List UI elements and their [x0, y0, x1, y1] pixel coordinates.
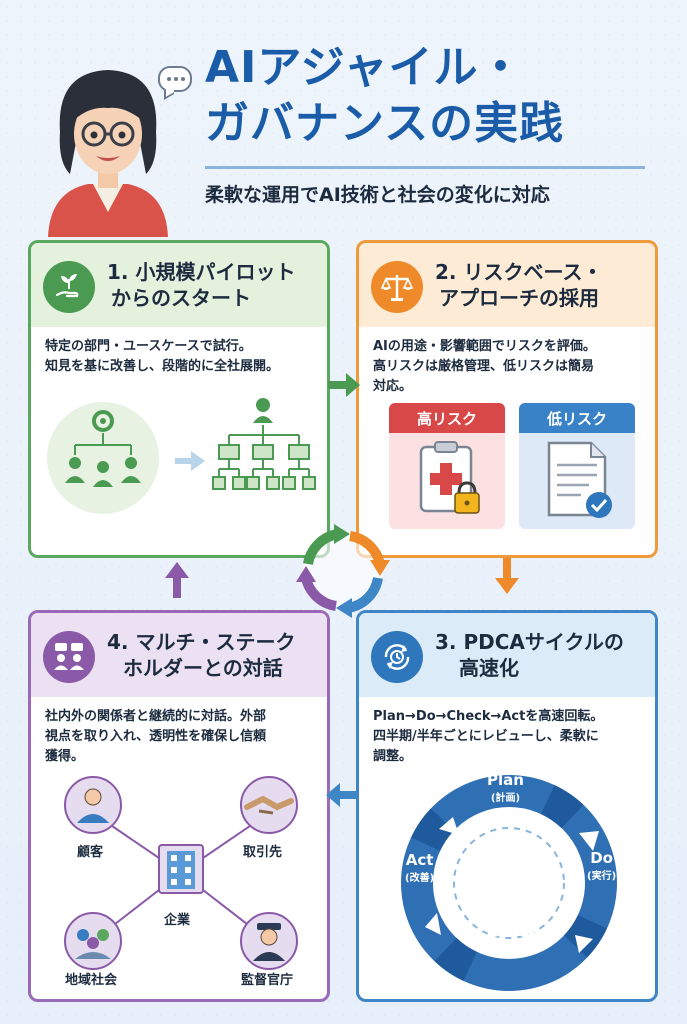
do-jp-text: (実行) [587, 871, 617, 882]
card-header: 1. 小規模パイロット からのスタート [31, 243, 327, 327]
plan-label: Plan (計画) [487, 771, 524, 804]
speech-bubble-icon [158, 66, 192, 92]
title-line-1: AIアジャイル・ [205, 42, 524, 93]
card-pdca-cycle: 3. PDCAサイクルの 高速化 Plan→Do→Check→Actを高速回転。… [356, 610, 658, 1002]
description-line: 社内外の関係者と継続的に対話。外部 [45, 709, 267, 724]
card-small-pilot: 1. 小規模パイロット からのスタート 特定の部門・ユースケースで試行。 知見を… [28, 240, 330, 558]
card-header: 2. リスクベース・ アプローチの採用 [359, 243, 655, 327]
description-line: Plan→Do→Check→Actを高速回転。 [373, 709, 604, 724]
org-chart-icon [212, 398, 316, 490]
stakeholder-network-diagram [64, 776, 298, 970]
card-description: Plan→Do→Check→Actを高速回転。 四半期/半年ごとにレビューし、柔… [359, 697, 655, 777]
card-title-line-1: 3. PDCAサイクルの [435, 630, 624, 654]
page-title: AIアジャイル・ ガバナンスの実践 [205, 40, 675, 152]
act-label: Act (改善) [405, 851, 434, 884]
arrow-green-right-icon [328, 373, 360, 397]
customer-icon [64, 776, 122, 834]
scales-icon [371, 261, 423, 313]
company-building-icon [158, 844, 204, 894]
plant-in-hand-icon [43, 261, 95, 313]
stakeholder-company-label: 企業 [164, 913, 191, 928]
low-risk-box: 低リスク [519, 403, 635, 529]
do-label: Do (実行) [587, 849, 616, 882]
title-line-2: ガバナンスの実践 [205, 98, 565, 149]
page-subtitle: 柔軟な運用でAI技術と社会の変化に対応 [205, 184, 550, 206]
arrow-blue-left-icon [326, 783, 358, 807]
act-text: Act [405, 851, 434, 869]
team-people-icon [65, 457, 141, 487]
pdca-cycle-diagram [401, 775, 617, 991]
card-title: 3. PDCAサイクルの 高速化 [435, 629, 647, 681]
arrow-purple-up-icon [165, 562, 189, 598]
document-check-icon [547, 441, 612, 518]
arrow-orange-down-icon [495, 558, 519, 594]
card-title-line-1: 4. マルチ・ステーク [107, 630, 296, 654]
card-title-line-2: ホルダーとの対話 [123, 656, 283, 680]
card-title-line-1: 2. リスクベース・ [435, 260, 603, 284]
description-line: 視点を取り入れ、透明性を確保し信頼 [45, 729, 267, 744]
description-line: 獲得。 [45, 749, 85, 764]
card-header: 3. PDCAサイクルの 高速化 [359, 613, 655, 697]
card-title: 4. マルチ・ステーク ホルダーとの対話 [107, 629, 319, 681]
cycle-clock-icon [371, 631, 423, 683]
medical-clipboard-lock-icon [419, 441, 480, 514]
stakeholder-partner-label: 取引先 [243, 845, 283, 860]
gear-icon [92, 410, 114, 432]
presenter-avatar [38, 62, 178, 237]
description-line: 対応。 [373, 379, 413, 394]
high-risk-box: 高リスク [389, 403, 505, 529]
card-multi-stakeholder: 4. マルチ・ステーク ホルダーとの対話 社内外の関係者と継続的に対話。外部 視… [28, 610, 330, 1002]
card-description: AIの用途・影響範囲でリスクを評価。 高リスクは厳格管理、低リスクは簡易 対応。 [359, 327, 655, 407]
plan-text: Plan [487, 771, 524, 789]
dialogue-people-icon [43, 631, 95, 683]
card-title-line-2: 高速化 [459, 656, 519, 680]
plan-jp-text: (計画) [490, 793, 521, 804]
card-title-line-1: 1. 小規模パイロット [107, 260, 296, 284]
high-risk-label: 高リスク [389, 403, 505, 433]
regulator-officer-icon [240, 912, 298, 970]
card-title: 2. リスクベース・ アプローチの採用 [435, 259, 647, 311]
title-divider [205, 166, 645, 169]
stakeholder-community-label: 地域社会 [65, 973, 118, 988]
check-text: Check [487, 923, 538, 941]
card-header: 4. マルチ・ステーク ホルダーとの対話 [31, 613, 327, 697]
description-line: 特定の部門・ユースケースで試行。 [45, 339, 252, 354]
description-line: 四半期/半年ごとにレビューし、柔軟に [373, 729, 599, 744]
arrow-right-icon [175, 451, 205, 471]
community-icon [64, 912, 122, 970]
center-cycle-arrows-icon [296, 524, 390, 618]
card-description: 特定の部門・ユースケースで試行。 知見を基に改善し、段階的に全社展開。 [31, 327, 327, 387]
do-text: Do [590, 849, 613, 867]
card-title-line-2: アプローチの採用 [439, 286, 599, 310]
low-risk-label: 低リスク [519, 403, 635, 433]
description-line: 知見を基に改善し、段階的に全社展開。 [45, 359, 280, 374]
card-title: 1. 小規模パイロット からのスタート [107, 259, 319, 311]
card-risk-based-approach: 2. リスクベース・ アプローチの採用 AIの用途・影響範囲でリスクを評価。 高… [356, 240, 658, 558]
description-line: 調整。 [373, 749, 413, 764]
pilot-to-rollout-illustration [47, 398, 316, 514]
act-jp-text: (改善) [405, 873, 435, 884]
stakeholder-customer-label: 顧客 [77, 845, 104, 860]
card-description: 社内外の関係者と継続的に対話。外部 視点を取り入れ、透明性を確保し信頼 獲得。 [31, 697, 327, 777]
handshake-icon [240, 776, 298, 834]
check-jp-text: (評価) [497, 945, 527, 956]
check-label: Check (評価) [487, 923, 538, 956]
description-line: 高リスクは厳格管理、低リスクは簡易 [373, 359, 595, 374]
stakeholder-regulator-label: 監督官庁 [241, 973, 294, 988]
description-line: AIの用途・影響範囲でリスクを評価。 [373, 339, 596, 354]
card-title-line-2: からのスタート [111, 286, 251, 310]
